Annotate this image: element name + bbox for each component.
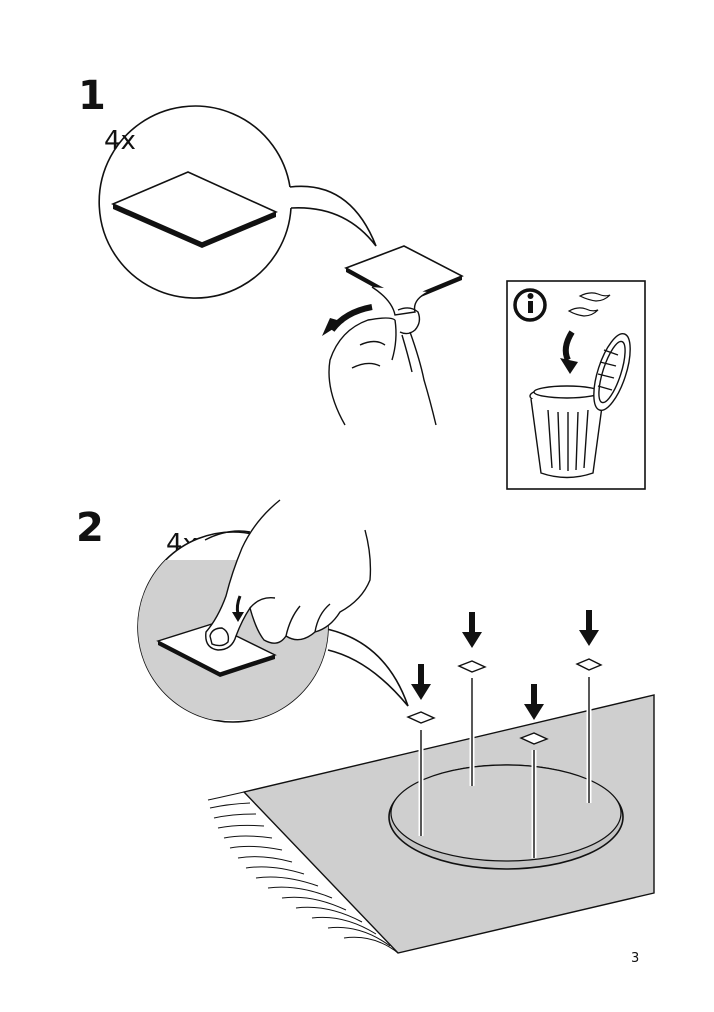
- step-2-number: 2: [76, 505, 104, 551]
- trash-bin-icon: [529, 333, 631, 479]
- info-box: [506, 280, 646, 490]
- adhesive-pad: [457, 660, 487, 673]
- step-1-number: 1: [78, 73, 106, 119]
- down-arrows: [411, 610, 599, 720]
- arrow-down-icon: [411, 664, 431, 700]
- hand-pressing: [205, 499, 372, 651]
- placement-guides: [418, 677, 592, 858]
- pads-placement: [406, 658, 603, 745]
- arrow-down-icon: [560, 358, 578, 374]
- rug-fringe: [207, 791, 399, 954]
- info-icon: [513, 288, 547, 322]
- adhesive-pad: [575, 658, 603, 671]
- hand-peeling: [328, 307, 437, 426]
- arrow-down-icon: [524, 684, 544, 720]
- adhesive-pad-zoom: [110, 171, 278, 248]
- step-1-zoom-callout: [98, 105, 377, 299]
- arrow-down-icon: [462, 612, 482, 648]
- adhesive-pad: [406, 711, 436, 724]
- adhesive-pad: [519, 732, 549, 745]
- arrow-down-icon: [232, 612, 244, 622]
- rug: [207, 694, 655, 954]
- step-1-peel-pad: [322, 245, 464, 426]
- film-pieces: [567, 292, 611, 317]
- curved-arrow-icon: [322, 318, 344, 336]
- step-1-quantity: 4x: [104, 126, 136, 156]
- page-number: 3: [631, 951, 640, 966]
- arrow-down-icon: [579, 610, 599, 646]
